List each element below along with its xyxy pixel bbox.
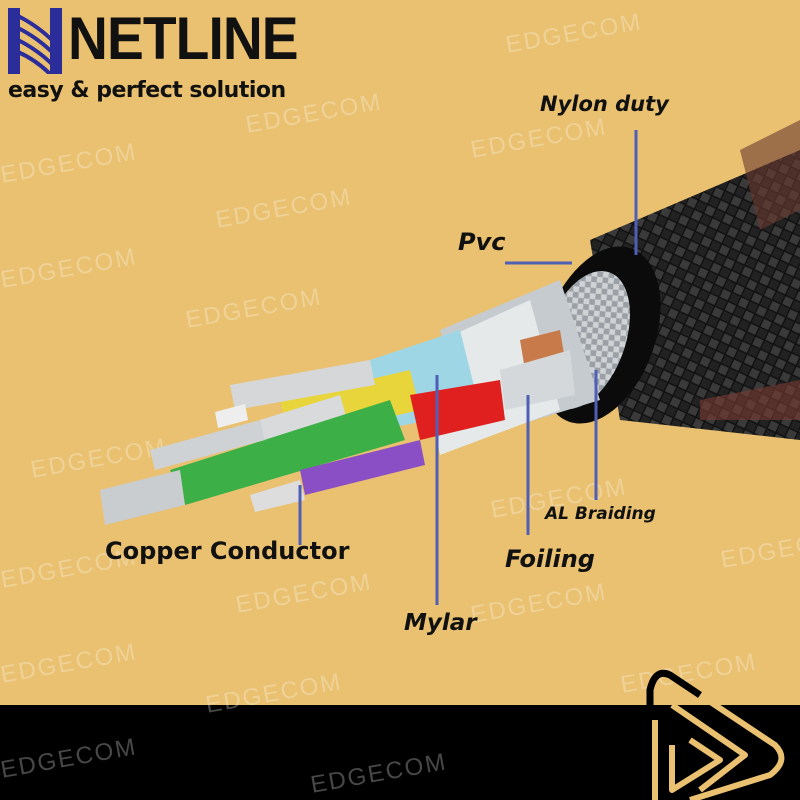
label-al-braiding: AL Braiding	[545, 504, 656, 524]
label-nylon-duty: Nylon duty	[540, 92, 669, 116]
brand-tagline: easy & perfect solution	[8, 78, 286, 103]
netline-logo-icon	[8, 8, 62, 74]
label-foiling: Foiling	[505, 545, 595, 573]
wires	[100, 330, 575, 525]
leader-lines	[298, 130, 638, 605]
label-copper-conductor: Copper Conductor	[105, 537, 350, 565]
label-mylar: Mylar	[404, 610, 477, 636]
corner-logo-icon	[647, 670, 785, 800]
bottom-band	[0, 705, 800, 800]
brand-name: NETLINE	[68, 5, 299, 72]
label-pvc: Pvc	[458, 228, 506, 256]
